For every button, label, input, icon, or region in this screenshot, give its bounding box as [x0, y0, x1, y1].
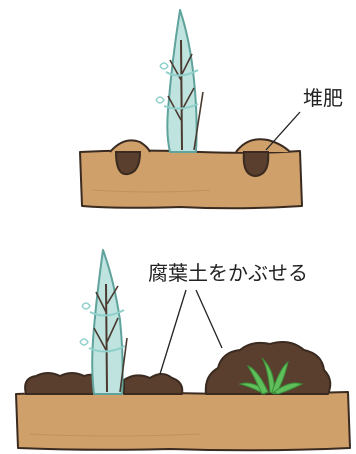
leaf-mold-leader-line-left — [159, 289, 187, 375]
compost-label: 堆肥 — [303, 86, 343, 110]
compost-mound-icon — [235, 138, 291, 178]
top-scene — [79, 9, 303, 210]
bottom-scene — [15, 249, 351, 452]
leaf-mold-leader-line-right — [195, 289, 223, 349]
leaf-mold-mound-icon — [123, 373, 184, 395]
leaf-mold-label: 腐葉土をかぶせる — [148, 261, 308, 285]
sprout-icon — [238, 357, 304, 395]
wrapped-seedling-icon — [155, 9, 204, 153]
wrapped-seedling-icon — [79, 249, 128, 395]
compost-mound-icon — [109, 139, 151, 176]
compost-leader-line — [265, 111, 301, 151]
soil-bed-bottom — [15, 391, 351, 452]
